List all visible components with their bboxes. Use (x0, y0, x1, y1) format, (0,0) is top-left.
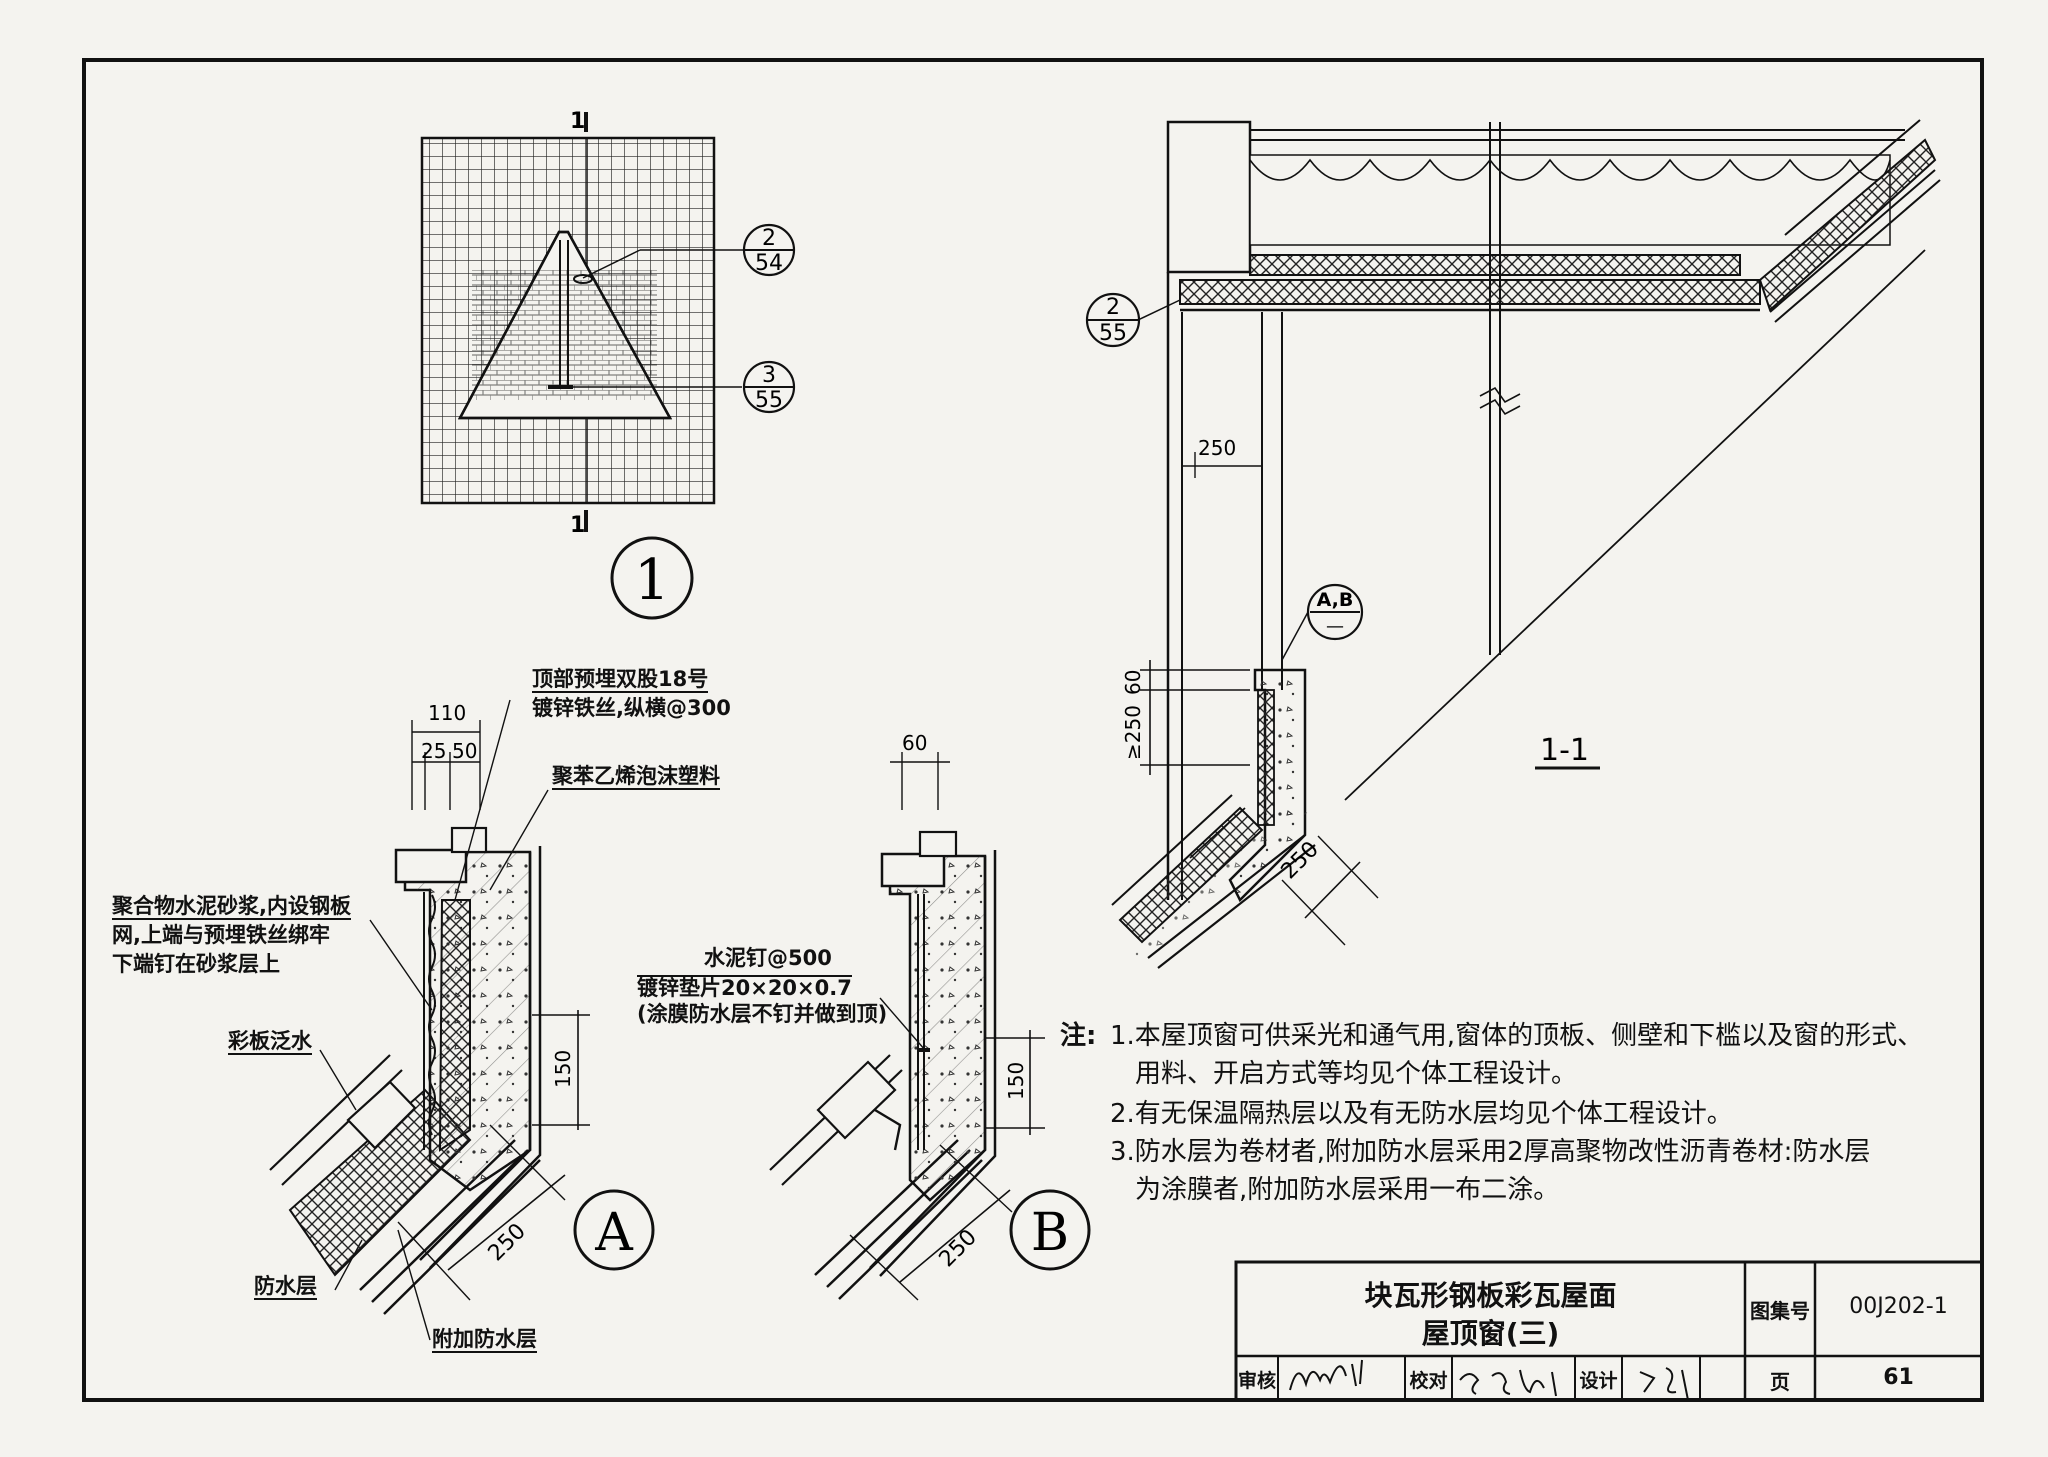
label-washer: 镀锌垫片20×20×0.7 (637, 975, 852, 1000)
dim-s-250-side: ≥250 (1121, 705, 1145, 760)
detail-1-number: 1 (634, 548, 670, 613)
label-wire-1: 顶部预埋双股18号 (532, 667, 709, 694)
section-callout-den: 55 (1099, 321, 1127, 346)
plan-callout-3-55: 3 55 (742, 360, 796, 414)
dim-b-60: 60 (902, 731, 927, 755)
section-ab-num: A,B (1317, 589, 1354, 611)
title-line-2: 屋顶窗(三) (1421, 1317, 1560, 1350)
dim-a-50: 50 (452, 739, 477, 763)
label-mortar-3: 下端钉在砂浆层上 (112, 952, 280, 976)
label-mortar-1: 聚合物水泥砂浆,内设钢板 (112, 894, 351, 921)
sheet-border (82, 58, 1984, 1402)
callout-2-54-num: 2 (762, 226, 776, 251)
section-callout-num: 2 (1106, 295, 1120, 320)
dim-a-250: 250 (484, 1219, 531, 1266)
label-mortar-2: 网,上端与预埋铁丝绑牢 (112, 923, 330, 947)
label-waterproof: 防水层 (254, 1274, 317, 1301)
plan-view (420, 112, 742, 532)
label-nail: 水泥钉@500 (704, 946, 832, 970)
design-label: 设计 (1579, 1370, 1618, 1392)
plan-section-mark-top: 1 (570, 109, 585, 134)
title-block-frame (1234, 1260, 1984, 1402)
label-coating: (涂膜防水层不钉并做到顶) (637, 1002, 888, 1026)
dim-a-110: 110 (428, 701, 466, 725)
detail-b-drawing (769, 752, 1045, 1301)
signature-check (1459, 1369, 1557, 1397)
detail-1-marker: 1 (610, 536, 694, 620)
detail-b-id: B (1031, 1203, 1069, 1263)
detail-b-marker: B (1009, 1189, 1091, 1271)
atlas-number: 00J202-1 (1849, 1294, 1948, 1319)
page-label: 页 (1770, 1370, 1790, 1394)
label-flashing: 彩板泛水 (228, 1029, 312, 1056)
review-label: 审核 (1237, 1370, 1276, 1392)
section-callout-2-55: 2 55 (1085, 292, 1181, 348)
check-label: 校对 (1409, 1370, 1448, 1392)
detail-a-drawing (269, 699, 590, 1341)
section-title: 1-1 (1540, 733, 1589, 768)
plan-section-mark-bottom: 1 (570, 513, 585, 538)
dim-a-150: 150 (551, 1050, 575, 1088)
callout-2-54-den: 54 (755, 251, 783, 276)
notes-prefix: 注: (1060, 1021, 1097, 1051)
page-number: 61 (1883, 1365, 1914, 1390)
note-1-line-1: 1.本屋顶窗可供采光和通气用,窗体的顶板、侧壁和下槛以及窗的形式、 (1110, 1021, 1924, 1051)
callout-3-55-den: 55 (755, 388, 783, 413)
plan-callout-2-54: 2 54 (640, 223, 796, 277)
dim-b-250: 250 (935, 1225, 982, 1272)
note-3-line-1: 3.防水层为卷材者,附加防水层采用2厚高聚物改性沥青卷材:防水层 (1110, 1137, 1871, 1167)
note-3-line-2: 为涂膜者,附加防水层采用一布二涂。 (1135, 1175, 1560, 1205)
dim-s-60: 60 (1121, 670, 1145, 695)
section-ab-den: — (1326, 616, 1344, 637)
dim-b-150: 150 (1004, 1062, 1028, 1100)
dim-a-25: 25 (421, 739, 446, 763)
signature-review (1289, 1359, 1363, 1391)
note-1-line-2: 用料、开启方式等均见个体工程设计。 (1135, 1059, 1578, 1089)
label-foam: 聚苯乙烯泡沫塑料 (552, 764, 720, 791)
section-1-1-drawing (1111, 119, 1941, 969)
dim-s-250-top: 250 (1198, 436, 1236, 460)
callout-3-55-num: 3 (762, 363, 776, 388)
detail-a-marker: A (573, 1189, 655, 1271)
signature-design (1639, 1367, 1689, 1401)
label-extra-waterproof: 附加防水层 (432, 1327, 537, 1354)
note-2-line-1: 2.有无保温隔热层以及有无防水层均见个体工程设计。 (1110, 1099, 1733, 1129)
label-wire-2: 镀锌铁丝,纵横@300 (532, 696, 731, 720)
detail-a-id: A (594, 1203, 634, 1263)
atlas-label: 图集号 (1750, 1299, 1810, 1323)
section-callout-ab: A,B — (1281, 583, 1364, 661)
title-line-1: 块瓦形钢板彩瓦屋面 (1364, 1279, 1617, 1312)
